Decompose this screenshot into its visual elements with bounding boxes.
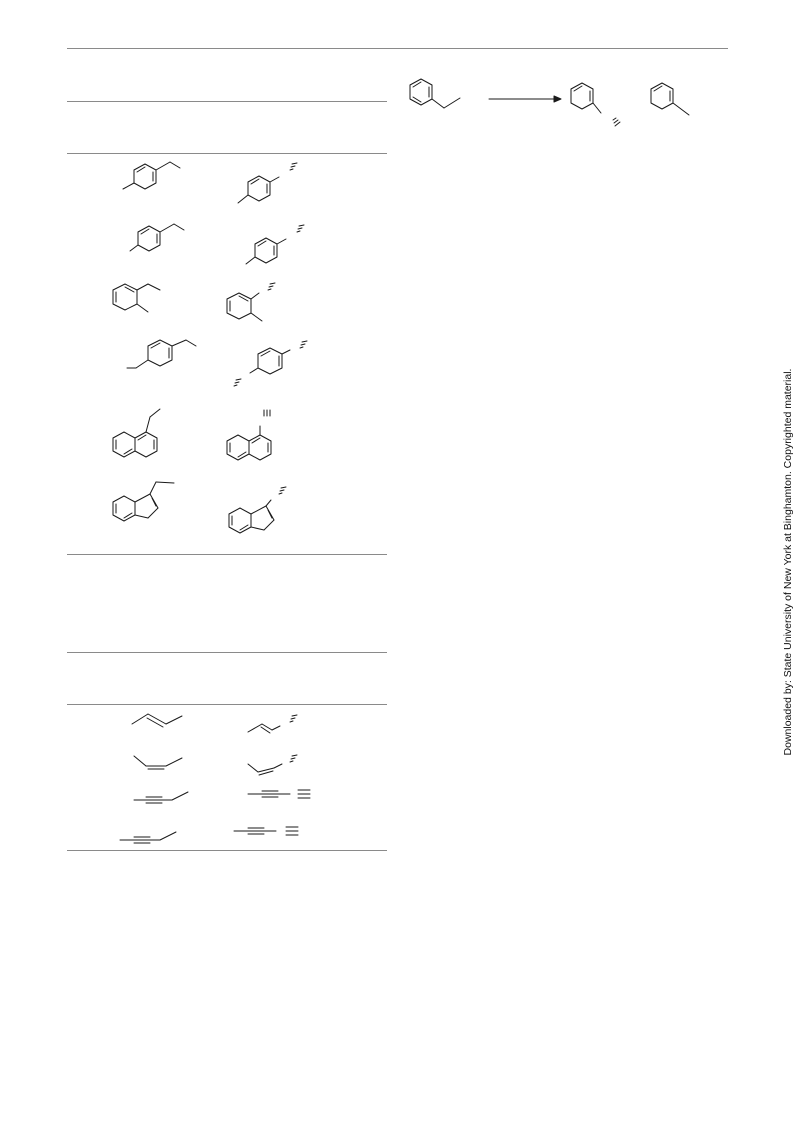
table-2-row-2-product [247,754,298,776]
table-1-row-4-substrate [126,339,197,369]
table-1-row-2-product [245,224,305,265]
table-1-row-4-product [233,340,308,387]
table-2-row-4-substrate [119,831,177,844]
table-1-row-2-substrate [129,223,185,252]
table-2-bottom-rule [67,850,387,851]
table-1-bottom-rule [67,554,387,555]
table-1-row-1-substrate [122,161,181,190]
scheme-reaction-arrow [488,95,562,103]
scheme-product-1-structure [570,82,621,127]
table-2-row-1-product [247,714,298,734]
table-1-row-5-substrate [112,408,161,458]
download-notice-text: Downloaded by: State University of New Y… [782,368,793,756]
table-1-row-5-product [226,409,272,461]
table-2-header-rule [67,704,387,705]
table-2-row-2-substrate [133,755,183,770]
table-1-row-6-product [228,486,287,534]
table-2-row-4-product [233,826,299,836]
table-1-row-3-product [226,282,276,322]
table-2-row-3-product [247,789,311,799]
table-2-top-rule [67,652,387,653]
scheme-product-2-structure [650,82,690,116]
table-1-row-6-substrate [112,481,175,522]
download-notice: Downloaded by: State University of New Y… [779,365,793,760]
table-1-top-rule [67,101,387,102]
table-2-row-1-substrate [131,713,183,728]
table-1-header-rule [67,153,387,154]
header-rule [67,48,728,49]
table-1-row-3-substrate [112,283,161,313]
table-2-row-3-substrate [133,791,189,804]
table-1-row-1-product [237,162,298,204]
scheme-reactant-structure [409,78,461,109]
